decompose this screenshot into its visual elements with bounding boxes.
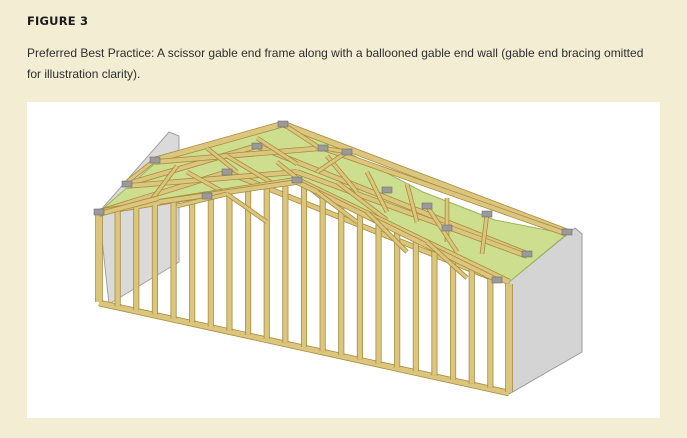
truss-connector-plates: [93, 120, 573, 284]
truss-web-10: [282, 122, 324, 152]
scissor-chord-mid-a: [126, 170, 298, 188]
gable-web-1: [176, 192, 228, 208]
gable-web-5: [425, 240, 469, 280]
connector-plate-16: [421, 202, 433, 210]
gable-upper-chord-left: [158, 180, 298, 204]
connector-plate-6: [251, 142, 263, 150]
connector-plate-2: [277, 120, 289, 128]
connector-plate-14: [201, 192, 213, 200]
connector-plate-3: [341, 148, 353, 156]
connector-plate-4: [561, 228, 573, 236]
connector-plate-9: [221, 168, 233, 176]
gable-frame-illustration: [93, 120, 583, 397]
connector-plate-1: [149, 156, 161, 164]
connector-plate-12: [381, 186, 393, 194]
ridge-link: [316, 150, 348, 174]
truss-web-1: [206, 146, 238, 174]
gable-upper-chord-right: [296, 180, 498, 282]
truss-web-4: [365, 171, 389, 213]
figure-caption: Preferred Best Practice: A scissor gable…: [27, 46, 644, 81]
truss-web-5: [405, 183, 419, 223]
connector-plate-7: [521, 250, 533, 258]
scissor-chord-back-a: [154, 146, 324, 164]
connector-plate-8: [93, 208, 105, 216]
truss-web-2: [256, 136, 298, 166]
truss-web-7: [480, 213, 489, 255]
gable-web-2: [226, 192, 268, 224]
scissor-chord-mid-b: [296, 170, 528, 258]
end-post-back: [126, 158, 156, 184]
gable-chord-left-overhang: [98, 196, 160, 216]
connector-plate-11: [317, 144, 329, 152]
truss-web-9: [226, 154, 278, 188]
scissor-chord-back-b: [322, 146, 568, 236]
truss-web-14: [336, 180, 388, 222]
connector-plate-13: [291, 176, 303, 184]
bottom-plate: [98, 300, 510, 396]
connector-plate-15: [441, 224, 453, 232]
top-chord-back-left: [154, 121, 284, 163]
ballooned-gable-end-wall: [95, 176, 513, 397]
connector-plate-10: [491, 276, 503, 284]
top-chord-mid-left: [126, 144, 258, 186]
top-chord-back-right: [282, 121, 568, 235]
figure-label: FIGURE 3: [27, 14, 89, 28]
illustration-panel: [27, 102, 660, 418]
gable-web-4: [365, 210, 409, 254]
connector-plate-5: [121, 180, 133, 188]
gable-web-3: [316, 190, 358, 224]
connector-plate-17: [481, 210, 493, 218]
